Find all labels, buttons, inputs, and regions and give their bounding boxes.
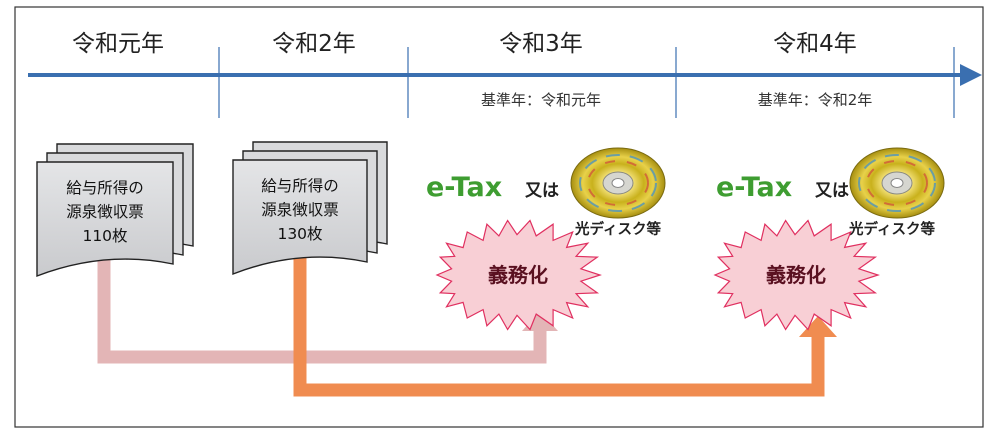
flow-arrowhead-second: [799, 316, 837, 337]
year-label: 令和元年: [72, 31, 164, 57]
flow-arrow-second: [293, 250, 825, 397]
year-label: 令和4年: [773, 31, 857, 57]
slip-line: 110枚: [82, 227, 128, 245]
slip-stack: 給与所得の 源泉徴収票 130枚: [232, 141, 388, 276]
mandatory-burst: [713, 219, 880, 331]
year-label: 令和2年: [272, 31, 356, 57]
slip-line: 給与所得の: [261, 177, 339, 195]
optical-disc-icon: [570, 147, 666, 219]
slip-front: [36, 161, 174, 278]
flow-arrow-first: [97, 250, 547, 364]
year-label: 令和3年: [499, 31, 583, 57]
slip-line: 源泉徴収票: [261, 201, 339, 219]
slip-line: 源泉徴収票: [66, 203, 144, 221]
disc-label: 光ディスク等: [574, 220, 661, 238]
slip-line: 130枚: [277, 225, 323, 243]
or-label: 又は: [525, 181, 559, 201]
slip-front: [232, 159, 368, 276]
etax-logo: e-Tax: [426, 172, 502, 203]
disc-label: 光ディスク等: [848, 220, 935, 238]
etax-logo: e-Tax: [716, 172, 792, 203]
mandatory-badge: 義務化: [766, 263, 826, 287]
slip-line: 給与所得の: [66, 179, 144, 197]
mandatory-burst: [435, 219, 602, 331]
filing-method: e-Tax 又は 光ディスク等 義務化: [713, 147, 945, 331]
optical-disc-icon: [849, 147, 945, 219]
base-year-note: 基準年：令和元年: [481, 91, 601, 109]
or-label: 又は: [815, 181, 849, 201]
base-year-note: 基準年：令和2年: [758, 91, 873, 109]
timeline-arrowhead: [960, 64, 982, 86]
filing-method: e-Tax 又は 光ディスク等 義務化: [426, 147, 666, 331]
mandatory-badge: 義務化: [488, 263, 548, 287]
slip-stack: 給与所得の 源泉徴収票 110枚: [36, 143, 194, 278]
